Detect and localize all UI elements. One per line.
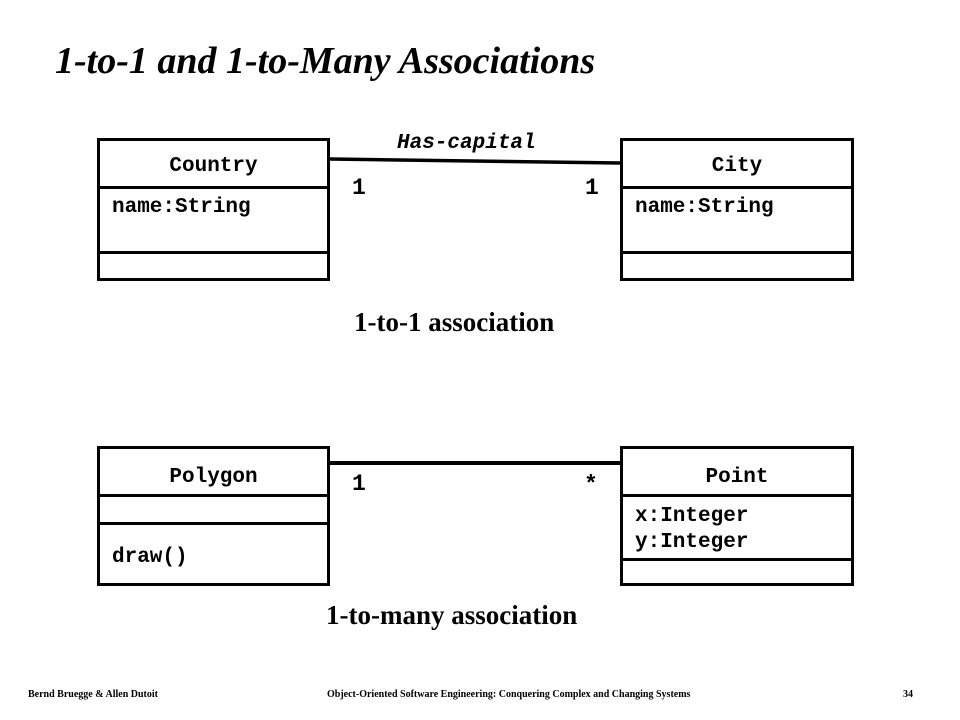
- class-attributes: name:String: [100, 189, 327, 254]
- association-line-has-capital: [330, 157, 620, 165]
- class-operations: draw(): [100, 525, 327, 583]
- caption-one-to-one: 1-to-1 association: [354, 307, 555, 337]
- footer-authors: Bernd Bruegge & Allen Dutoit: [28, 689, 158, 700]
- class-name: Point: [623, 449, 851, 497]
- footer-book-title: Object-Oriented Software Engineering: Co…: [327, 689, 691, 700]
- class-operations: [623, 254, 851, 278]
- class-attributes: name:String: [623, 189, 851, 254]
- association-line-polygon-point: [330, 461, 620, 465]
- caption-one-to-many: 1-to-many association: [326, 600, 578, 630]
- class-country: Country name:String: [97, 138, 330, 281]
- class-polygon: Polygon draw(): [97, 446, 330, 586]
- attribute: x:Integer: [635, 505, 749, 528]
- class-name: Country: [100, 141, 327, 189]
- class-operations: [623, 561, 851, 583]
- class-attributes: [100, 497, 327, 525]
- footer-page-number: 34: [903, 689, 913, 700]
- attribute: name:String: [112, 196, 251, 219]
- multiplicity-left: 1: [352, 175, 366, 201]
- class-name: Polygon: [100, 449, 327, 497]
- class-city: City name:String: [620, 138, 854, 281]
- multiplicity-right: 1: [585, 175, 599, 201]
- attribute: y:Integer: [635, 531, 749, 554]
- multiplicity-left: 1: [352, 471, 366, 497]
- class-point: Point x:Integer y:Integer: [620, 446, 854, 586]
- slide-title: 1-to-1 and 1-to-Many Associations: [55, 40, 596, 82]
- association-name: Has-capital: [397, 132, 536, 155]
- class-operations: [100, 254, 327, 278]
- operation: draw(): [112, 546, 188, 569]
- multiplicity-right: *: [584, 472, 598, 498]
- attribute: name:String: [635, 196, 774, 219]
- class-name: City: [623, 141, 851, 189]
- class-attributes: x:Integer y:Integer: [623, 497, 851, 561]
